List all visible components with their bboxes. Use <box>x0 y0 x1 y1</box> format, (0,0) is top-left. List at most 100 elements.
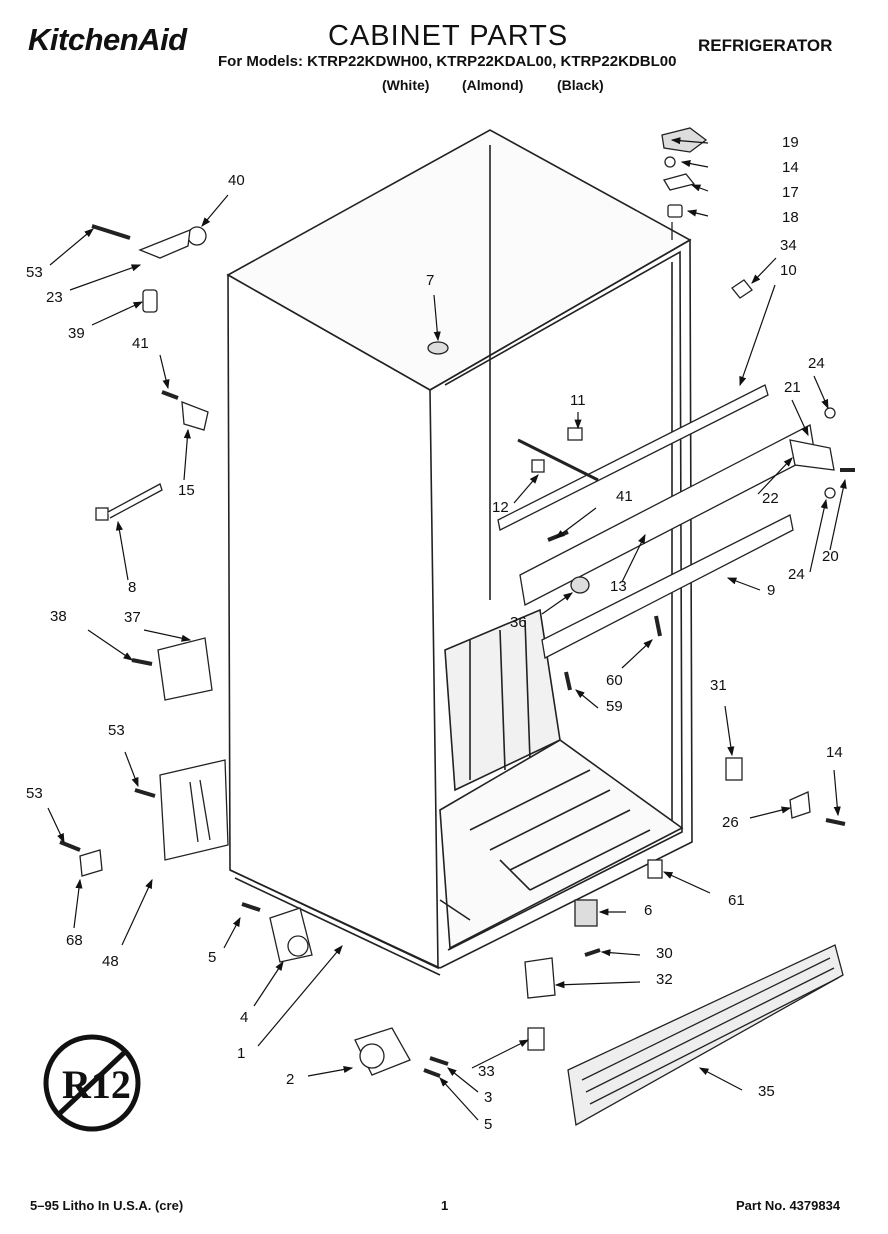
leader-line-31 <box>724 705 735 757</box>
callout-23: 23 <box>46 289 63 306</box>
callout-1: 1 <box>237 1045 245 1062</box>
callout-20: 20 <box>822 548 839 565</box>
callout-18: 18 <box>782 209 799 226</box>
leader-line-35 <box>698 1067 743 1091</box>
callout-24: 24 <box>788 566 805 583</box>
callout-34: 34 <box>780 237 797 254</box>
callout-8: 8 <box>128 579 136 596</box>
badge-text: R12 <box>62 1062 131 1107</box>
leader-line-3 <box>447 1067 479 1093</box>
leader-line-14 <box>680 160 709 168</box>
callout-35: 35 <box>758 1083 775 1100</box>
callout-38: 38 <box>50 608 67 625</box>
callout-3: 3 <box>484 1089 492 1106</box>
callout-7: 7 <box>426 272 434 289</box>
leader-line-39 <box>91 301 144 326</box>
leader-line-36 <box>541 592 573 615</box>
callout-59: 59 <box>606 698 623 715</box>
leader-line-60 <box>621 639 653 669</box>
leader-line-1 <box>257 945 343 1047</box>
callout-53: 53 <box>26 785 43 802</box>
callout-53: 53 <box>26 264 43 281</box>
leader-line-41 <box>159 354 170 390</box>
callout-36: 36 <box>510 614 527 631</box>
leader-line-14 <box>833 769 841 817</box>
models-line: For Models: KTRP22KDWH00, KTRP22KDAL00, … <box>218 53 677 70</box>
leader-line-9 <box>726 577 761 591</box>
leader-line-15 <box>183 428 191 481</box>
leader-line-61 <box>662 871 711 894</box>
leader-line-53 <box>49 228 94 266</box>
callout-48: 48 <box>102 953 119 970</box>
leader-line-18 <box>686 209 709 217</box>
callout-22: 22 <box>762 490 779 507</box>
leader-line-38 <box>87 629 133 661</box>
callout-9: 9 <box>767 582 775 599</box>
leader-line-24 <box>813 375 829 410</box>
no-r12-badge: R12 <box>43 1034 141 1132</box>
leader-line-24 <box>809 498 828 573</box>
leader-line-17 <box>690 184 709 192</box>
callout-12: 12 <box>492 499 509 516</box>
category-label: REFRIGERATOR <box>698 36 833 55</box>
callout-40: 40 <box>228 172 245 189</box>
callout-4: 4 <box>240 1009 248 1026</box>
callout-33: 33 <box>478 1063 495 1080</box>
leader-line-21 <box>791 399 809 437</box>
callout-68: 68 <box>66 932 83 949</box>
page-title: CABINET PARTS <box>328 20 569 52</box>
callout-10: 10 <box>780 262 797 279</box>
callout-32: 32 <box>656 971 673 988</box>
leader-line-53 <box>47 807 65 844</box>
callout-41: 41 <box>616 488 633 505</box>
leader-line-48 <box>121 878 153 946</box>
part-number: Part No. 4379834 <box>736 1198 841 1213</box>
leader-line-13 <box>621 533 646 583</box>
callout-24: 24 <box>808 355 825 372</box>
leader-line-5 <box>439 1077 479 1121</box>
leader-line-20 <box>829 478 847 551</box>
leader-line-37 <box>143 629 192 642</box>
leader-line-34 <box>751 257 777 284</box>
callout-2: 2 <box>286 1071 294 1088</box>
leader-line-41 <box>555 507 597 539</box>
callout-39: 39 <box>68 325 85 342</box>
leader-line-30 <box>600 949 641 957</box>
leader-line-33 <box>471 1039 530 1069</box>
leader-line-5 <box>223 916 241 949</box>
callout-5: 5 <box>208 949 216 966</box>
callout-13: 13 <box>610 578 627 595</box>
callout-41: 41 <box>132 335 149 352</box>
leader-line-4 <box>253 960 284 1007</box>
leader-line-26 <box>749 806 792 819</box>
leader-line-8 <box>115 520 129 581</box>
callout-21: 21 <box>784 379 801 396</box>
callout-60: 60 <box>606 672 623 689</box>
callout-30: 30 <box>656 945 673 962</box>
color-label-white: (White) <box>382 77 430 93</box>
leader-line-32 <box>554 981 641 989</box>
callout-14: 14 <box>782 159 799 176</box>
callout-61: 61 <box>728 892 745 909</box>
color-label-black: (Black) <box>557 77 604 93</box>
callout-15: 15 <box>178 482 195 499</box>
callout-37: 37 <box>124 609 141 626</box>
color-label-almond: (Almond) <box>462 77 524 93</box>
leader-line-22 <box>757 457 793 495</box>
leader-line-2 <box>307 1065 354 1077</box>
callout-26: 26 <box>722 814 739 831</box>
callout-5: 5 <box>484 1116 492 1133</box>
part-shapes <box>59 127 855 1127</box>
callout-17: 17 <box>782 184 799 201</box>
cabinet-shell <box>226 129 693 976</box>
leader-line-23 <box>69 264 142 291</box>
leader-line-59 <box>575 689 599 709</box>
leader-line-7 <box>433 294 441 342</box>
leader-line-40 <box>201 194 229 227</box>
leader-line-12 <box>513 474 539 504</box>
page-number: 1 <box>441 1198 449 1213</box>
callout-14: 14 <box>826 744 843 761</box>
callout-19: 19 <box>782 134 799 151</box>
callout-6: 6 <box>644 902 652 919</box>
leader-line-10 <box>739 284 776 387</box>
